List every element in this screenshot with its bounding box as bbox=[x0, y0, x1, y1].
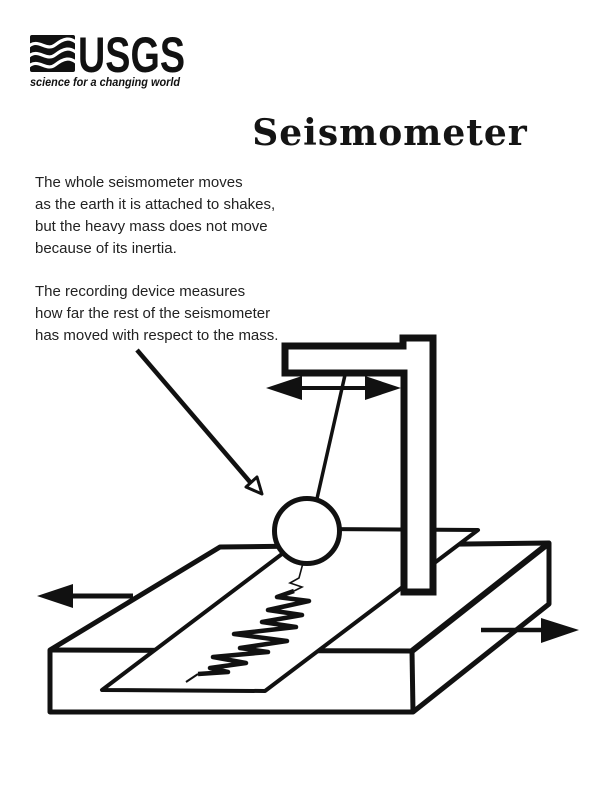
pendulum-string bbox=[314, 374, 347, 504]
support-frame bbox=[281, 334, 437, 596]
usgs-tagline: science for a changing world bbox=[30, 75, 181, 89]
usgs-wave-lines bbox=[30, 37, 75, 69]
pendulum-mass bbox=[272, 496, 342, 566]
motion-arrow-horizontal bbox=[266, 376, 401, 400]
seismogram-trace bbox=[185, 562, 312, 683]
usgs-logo: USGS science for a changing world bbox=[30, 30, 185, 89]
annotation-arrow bbox=[135, 348, 264, 496]
note-recording: The recording device measures how far th… bbox=[35, 283, 279, 344]
page-title: Seismometer bbox=[252, 112, 528, 154]
ground-motion-arrow-left bbox=[37, 584, 133, 608]
ground-motion-arrow-right bbox=[481, 618, 579, 643]
note-inertia: The whole seismometer moves as the earth… bbox=[35, 174, 276, 257]
usgs-acronym: USGS bbox=[78, 30, 185, 83]
seismogram-strip bbox=[100, 527, 480, 693]
